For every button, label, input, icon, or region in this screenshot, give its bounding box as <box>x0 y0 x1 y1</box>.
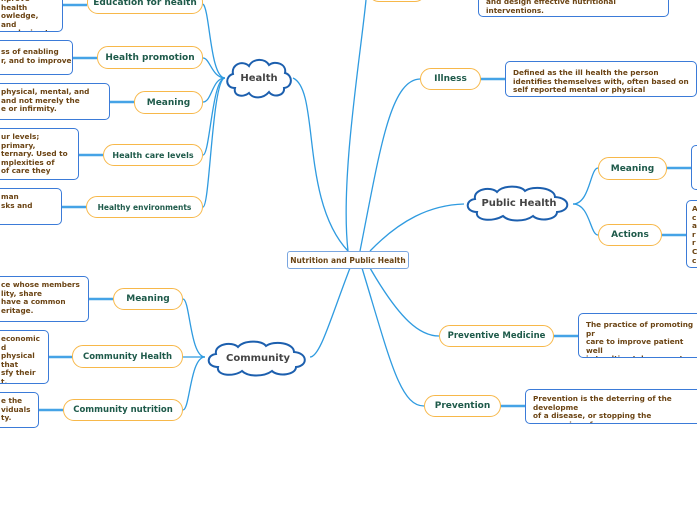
node-prevention[interactable]: Prevention <box>424 395 501 417</box>
desc-community-nutrition: e the viduals ty. <box>0 392 39 428</box>
desc-education-for-health: nprove health owledge, and conducive to … <box>0 0 63 32</box>
public-health-topic[interactable]: Public Health <box>463 183 575 223</box>
health-label: Health <box>240 72 278 84</box>
node-healthy-environments[interactable]: Healthy environments <box>86 196 203 218</box>
node-community-meaning[interactable]: Meaning <box>113 288 183 310</box>
node-public-health-meaning[interactable]: Meaning <box>598 157 667 180</box>
community-label: Community <box>225 352 290 364</box>
desc-prevention: Prevention is the deterring of the devel… <box>525 389 697 424</box>
desc-illness: Defined as the ill health the person ide… <box>505 61 697 97</box>
cloud-shape-icon <box>466 185 569 222</box>
desc-health-care-levels: ur levels; primary, ternary. Used to mpl… <box>0 128 79 180</box>
desc-healthy-environments: man sks and <box>0 188 62 225</box>
desc-health-meaning: physical, mental, and and not merely the… <box>0 83 110 120</box>
desc-community-meaning: ce whose members lity, share have a comm… <box>0 276 89 322</box>
node-health-promotion[interactable]: Health promotion <box>97 46 203 69</box>
cloud-shape-icon <box>207 340 306 377</box>
cloud-shape-icon <box>226 58 292 99</box>
public-health-label: Public Health <box>481 197 557 209</box>
node-health-care-levels[interactable]: Health care levels <box>103 144 203 166</box>
node-actions[interactable]: Actions <box>598 224 662 246</box>
central-topic[interactable]: Nutrition and Public Health <box>287 251 409 269</box>
desc-health-promotion: ss of enabling r, and to improve <box>0 40 73 75</box>
desc-public-health-meaning <box>691 145 697 190</box>
node-illness[interactable]: Illness <box>420 68 481 90</box>
top-partial-node[interactable] <box>368 0 426 2</box>
desc-preventive-medicine: The practice of promoting pr care to imp… <box>578 313 697 358</box>
health-topic[interactable]: Health <box>223 56 295 100</box>
node-education-for-health[interactable]: Education for health <box>87 0 203 14</box>
node-preventive-medicine[interactable]: Preventive Medicine <box>439 325 554 347</box>
node-community-nutrition[interactable]: Community nutrition <box>63 399 183 421</box>
community-topic[interactable]: Community <box>204 338 312 378</box>
desc-actions: A c a r r C c <box>686 200 697 268</box>
node-health-meaning[interactable]: Meaning <box>134 91 203 114</box>
node-community-health[interactable]: Community Health <box>72 345 183 368</box>
top-partial-desc: and design effective nutritional interve… <box>478 0 669 17</box>
desc-community-health: economic d physical that sfy their t. <box>0 330 49 384</box>
